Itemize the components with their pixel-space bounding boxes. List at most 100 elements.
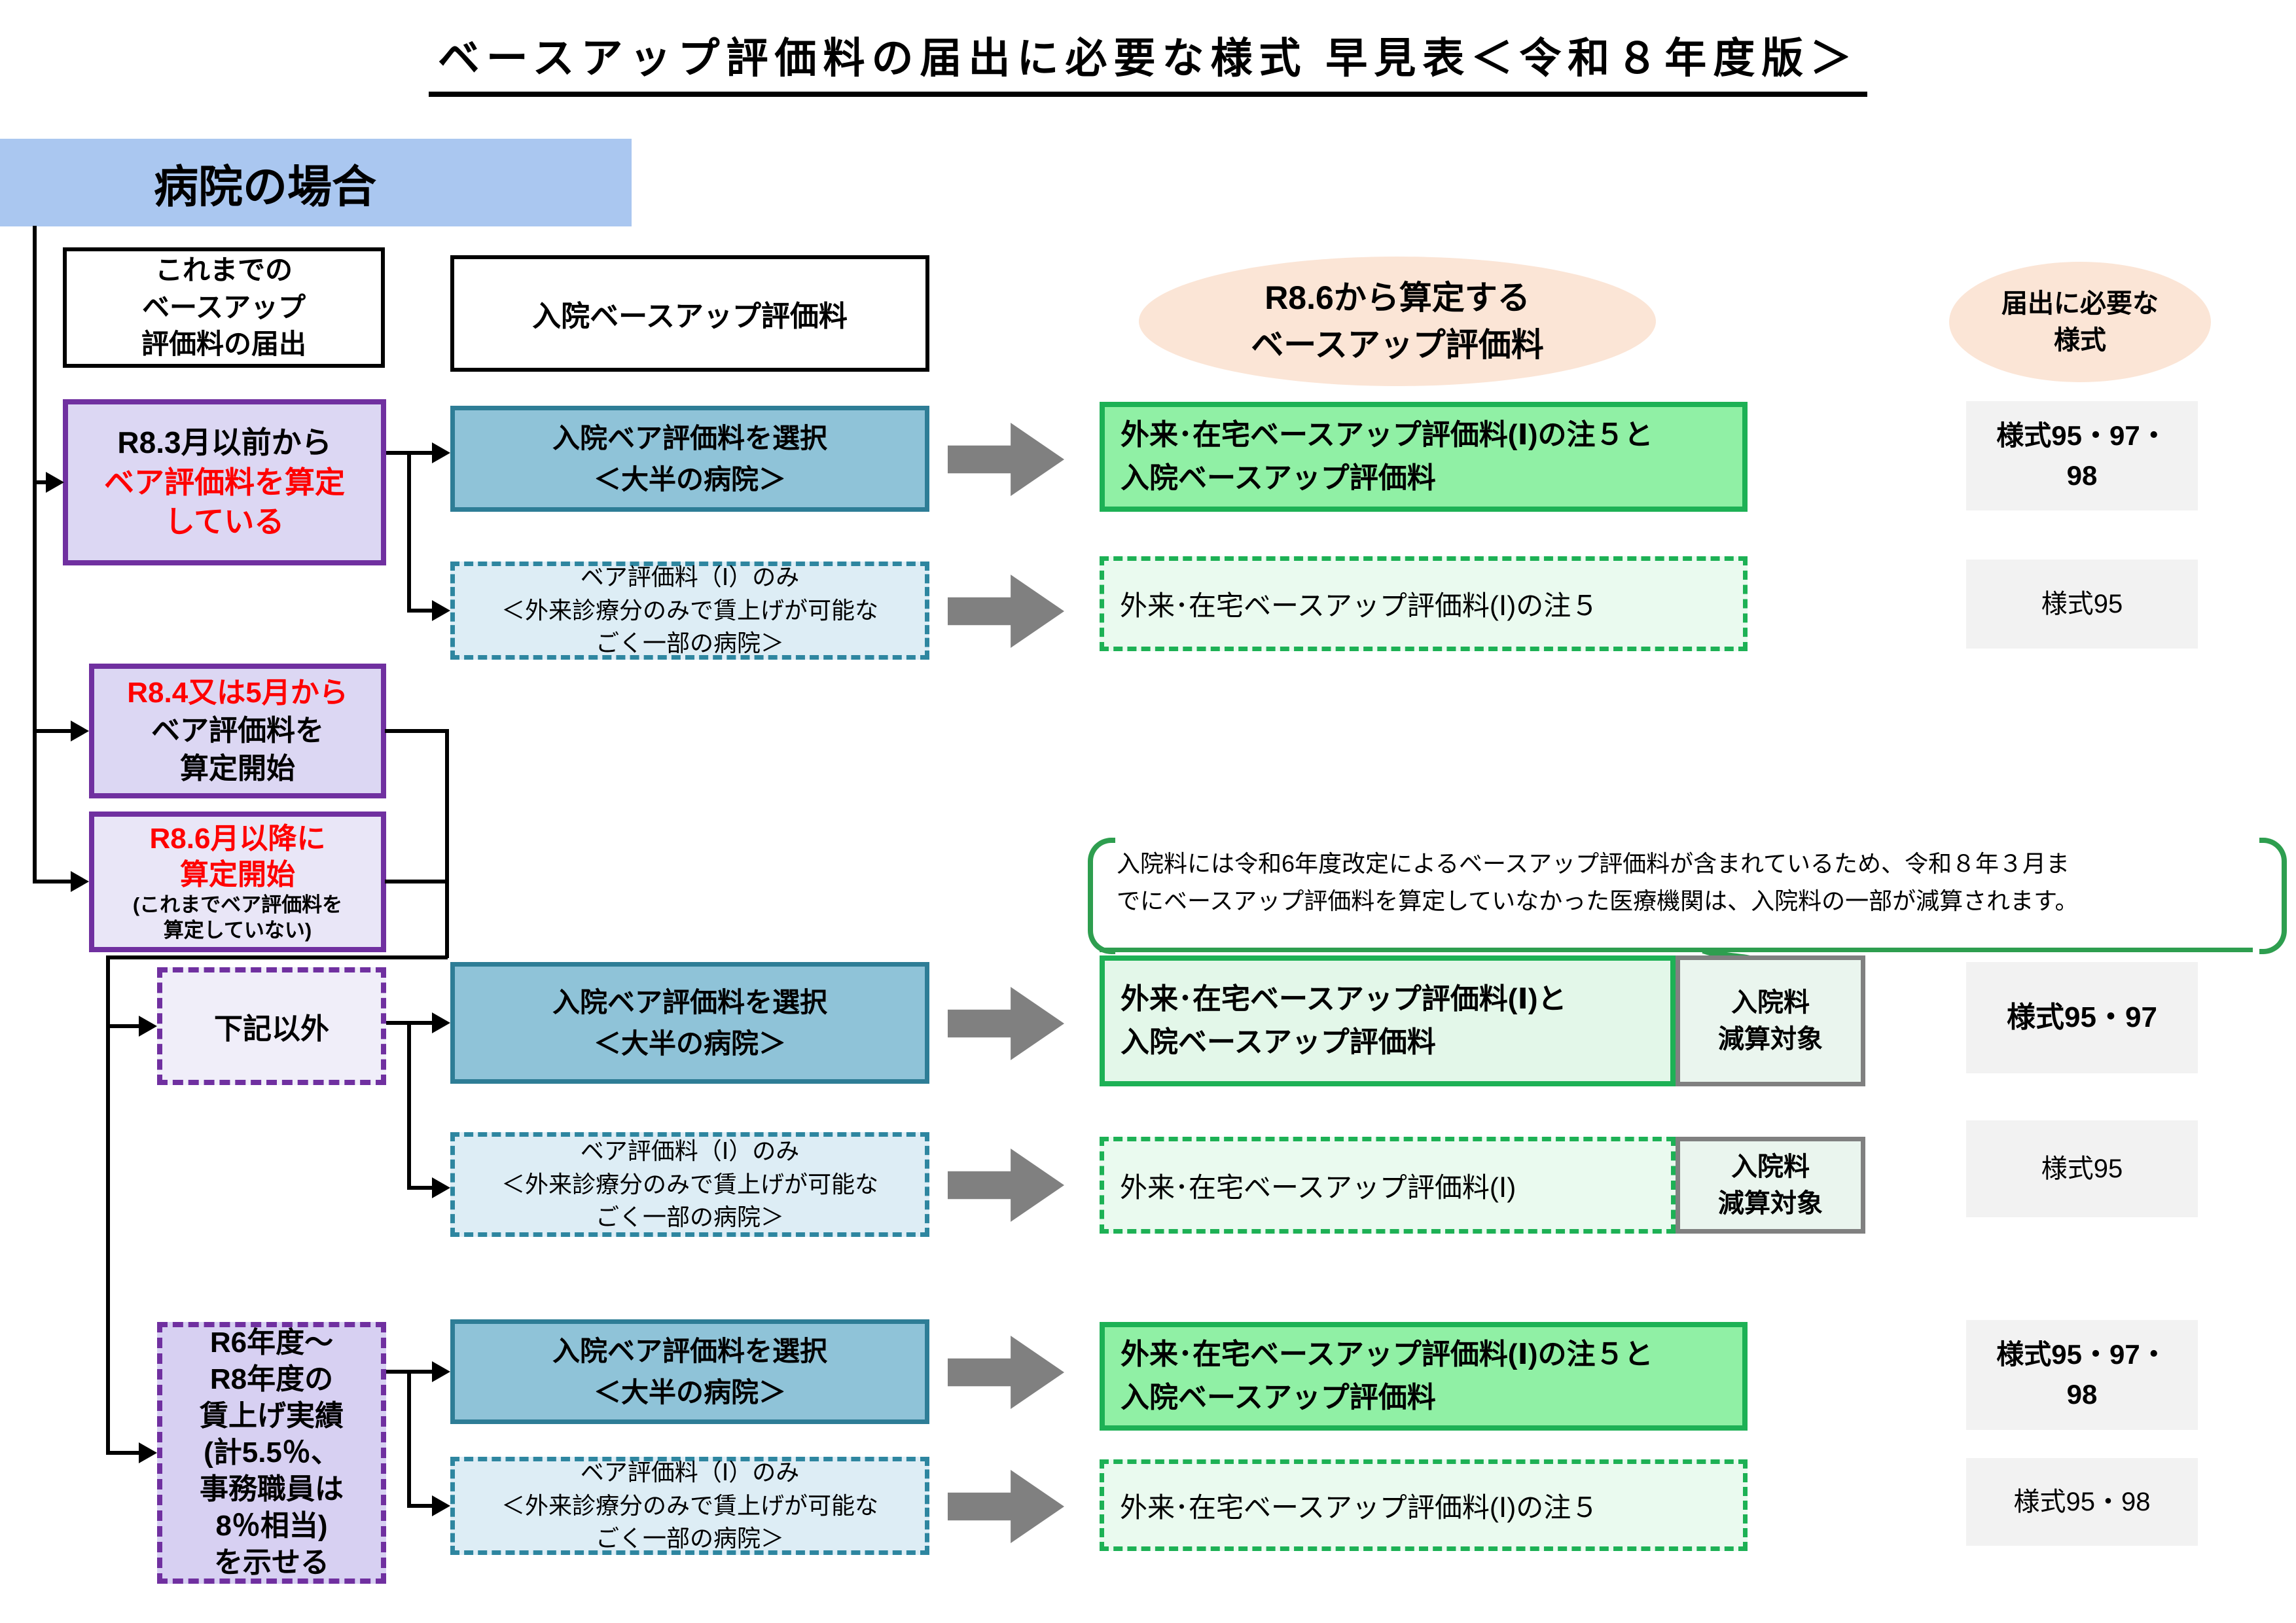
box-other-than-below: 下記以外	[157, 967, 386, 1085]
connector-r86-exit	[385, 880, 448, 883]
result-5-line2: 入院ベースアップ評価料	[1121, 1382, 1436, 1414]
select-1-line1: 入院ベア評価料を選択	[552, 423, 827, 454]
r6-line7: を示せる	[214, 1546, 329, 1578]
box-result-note5-and-1: 外来･在宅ベースアップ評価料(Ⅰ)の注５と 入院ベースアップ評価料	[1100, 402, 1748, 512]
select-3-line2: ＜大半の病院＞	[593, 1377, 786, 1408]
arrowhead-s1a-icon	[432, 442, 450, 463]
select-2-line1: 入院ベア評価料を選択	[552, 987, 827, 1018]
page-title-text: ベースアップ評価料の届出に必要な様式 早見表＜令和８年度版＞	[428, 25, 1868, 97]
r6-line3: 賃上げ実績	[200, 1400, 344, 1433]
box-select-inpatient-2: 入院ベア評価料を選択 ＜大半の病院＞	[450, 962, 929, 1084]
box-result-i-only: 外来･在宅ベースアップ評価料(Ⅰ)	[1100, 1137, 1676, 1234]
result-1-line2: 入院ベースアップ評価料	[1121, 462, 1436, 494]
arrowhead-r84-icon	[71, 721, 89, 741]
connector-s1-shaft2	[407, 609, 433, 613]
arrowhead-s2a-icon	[432, 1012, 450, 1033]
connector-r84-shaft	[33, 729, 73, 733]
only-2-line1: ベア評価料（Ⅰ）のみ	[580, 1137, 800, 1165]
r6-line5: 事務職員は	[200, 1472, 344, 1505]
box-r83-before: R8.3月以前から ベア評価料を算定 している	[63, 399, 386, 565]
flow-arrow-icon-5	[948, 1336, 1064, 1409]
result-6-label: 外来･在宅ベースアップ評価料(Ⅰ)の注５	[1120, 1491, 1599, 1523]
forms-needed-line1: 届出に必要な	[2001, 289, 2159, 318]
arrowhead-s1b-icon	[432, 600, 450, 621]
r86-note2: 算定していない)	[163, 918, 312, 942]
box-result-note5-and-2: 外来･在宅ベースアップ評価料(Ⅰ)の注５と 入院ベースアップ評価料	[1100, 1322, 1748, 1431]
other-label: 下記以外	[214, 1013, 329, 1045]
r6-line6: 8％相当)	[215, 1509, 328, 1542]
form-row3-label: 様式95・97	[2007, 1001, 2157, 1034]
box-pay-only-1: ベア評価料（Ⅰ）のみ ＜外来診療分のみで賃上げが可能な ごく一部の病院＞	[450, 562, 929, 660]
form-box-row3: 様式95・97	[1966, 962, 2198, 1073]
form-row5-label: 様式95・97・98	[1996, 1339, 2168, 1410]
connector-s1-vdrop	[407, 453, 411, 613]
connector-s2-shaft2	[407, 1186, 433, 1190]
note-bracket-right	[2259, 838, 2287, 954]
result-2-label: 外来･在宅ベースアップ評価料(Ⅰ)の注５	[1120, 590, 1599, 621]
form-box-row2: 様式95	[1966, 560, 2198, 649]
form-row1-label: 様式95・97・98	[1996, 419, 2168, 491]
deduction-1-line2: 減算対象	[1718, 1025, 1823, 1054]
select-2-line2: ＜大半の病院＞	[593, 1028, 786, 1059]
r6-line4: (計5.5％、	[204, 1436, 340, 1469]
arrowhead-s3a-icon	[432, 1361, 450, 1382]
arrowhead-r83-icon	[46, 472, 64, 493]
prev-header-line1: これまでの	[154, 254, 293, 285]
flow-arrow-icon-2	[948, 575, 1064, 648]
connector-r86-shaft	[33, 880, 73, 883]
box-select-inpatient-1: 入院ベア評価料を選択 ＜大半の病院＞	[450, 406, 929, 512]
prev-notification-header: これまでの ベースアップ 評価料の届出	[63, 247, 385, 368]
form-row2-label: 様式95	[2041, 590, 2123, 618]
only-3-line3: ごく一部の病院＞	[595, 1525, 784, 1552]
prev-header-line2: ベースアップ	[142, 291, 306, 323]
page-title: ベースアップ評価料の届出に必要な様式 早見表＜令和８年度版＞	[0, 25, 2296, 97]
connector-s3-shaft2	[407, 1504, 433, 1508]
box-pay-only-2: ベア評価料（Ⅰ）のみ ＜外来診療分のみで賃上げが可能な ごく一部の病院＞	[450, 1132, 929, 1237]
flow-arrow-icon-4	[948, 1149, 1064, 1222]
connector-s3-vdrop	[407, 1372, 411, 1506]
form-row4-label: 様式95	[2041, 1154, 2123, 1183]
connector-merge-vline	[445, 729, 449, 958]
box-pay-only-3: ベア評価料（Ⅰ）のみ ＜外来診療分のみで賃上げが可能な ごく一部の病院＞	[450, 1457, 929, 1555]
flow-arrow-icon-6	[948, 1470, 1064, 1543]
form-box-row6: 様式95・98	[1966, 1458, 2198, 1546]
deduction-note: 入院料には令和6年度改定によるベースアップ評価料が含まれているため、令和８年３月…	[1117, 846, 2258, 920]
only-1-line1: ベア評価料（Ⅰ）のみ	[580, 563, 800, 591]
only-2-line3: ごく一部の病院＞	[595, 1204, 784, 1231]
note-line1: 入院料には令和6年度改定によるベースアップ評価料が含まれているため、令和８年３月…	[1117, 850, 2070, 877]
only-1-line3: ごく一部の病院＞	[595, 630, 784, 657]
connector-other-shaft	[106, 1024, 141, 1028]
arrowhead-s3b-icon	[432, 1495, 450, 1516]
flow-arrow-icon-1	[948, 423, 1064, 496]
note-line2: でにベースアップ評価料を算定していなかった医療機関は、入院料の一部が減算されます…	[1117, 887, 2079, 914]
connector-r83-shaft	[33, 480, 48, 484]
connector-merge-hline	[106, 955, 448, 959]
r6-line2: R8年度の	[209, 1363, 334, 1396]
result-4-label: 外来･在宅ベースアップ評価料(Ⅰ)	[1120, 1171, 1516, 1203]
select-3-line1: 入院ベア評価料を選択	[552, 1336, 827, 1366]
arrowhead-r6-icon	[139, 1442, 157, 1463]
note-underline	[1100, 948, 2253, 952]
r86-note1: (これまでベア評価料を	[132, 893, 343, 916]
box-select-inpatient-3: 入院ベア評価料を選択 ＜大半の病院＞	[450, 1319, 929, 1424]
r84-line3: 算定開始	[180, 753, 295, 785]
r86-line2: 算定開始	[180, 858, 295, 891]
result-5-line1: 外来･在宅ベースアップ評価料(Ⅰ)の注５と	[1121, 1338, 1653, 1370]
deduction-1-line1: 入院料	[1731, 988, 1810, 1017]
deduction-target-box-2: 入院料 減算対象	[1676, 1137, 1865, 1234]
box-r6-wage-record: R6年度〜 R8年度の 賃上げ実績 (計5.5％、 事務職員は 8％相当) を示…	[157, 1322, 386, 1584]
r86-calc-header-ellipse: R8.6から算定する ベースアップ評価料	[1139, 257, 1656, 386]
connector-s2-vdrop	[407, 1023, 411, 1188]
deduction-target-box-1: 入院料 減算対象	[1676, 955, 1865, 1086]
select-1-line2: ＜大半の病院＞	[593, 464, 786, 495]
only-1-line2: ＜外来診療分のみで賃上げが可能な	[501, 596, 878, 624]
r86-calc-line2: ベースアップ評価料	[1251, 327, 1544, 363]
result-3-line2: 入院ベースアップ評価料	[1121, 1026, 1436, 1058]
r83-line1: R8.3月以前から	[117, 425, 332, 459]
forms-needed-line2: 様式	[2054, 326, 2106, 355]
hospital-case-label: 病院の場合	[154, 162, 377, 212]
inpatient-header-label: 入院ベースアップ評価料	[532, 300, 848, 332]
result-3-line1: 外来･在宅ベースアップ評価料(Ⅰ)と	[1121, 983, 1567, 1015]
only-2-line2: ＜外来診療分のみで賃上げが可能な	[501, 1170, 878, 1198]
r84-line1: R8.4又は5月から	[127, 676, 348, 709]
